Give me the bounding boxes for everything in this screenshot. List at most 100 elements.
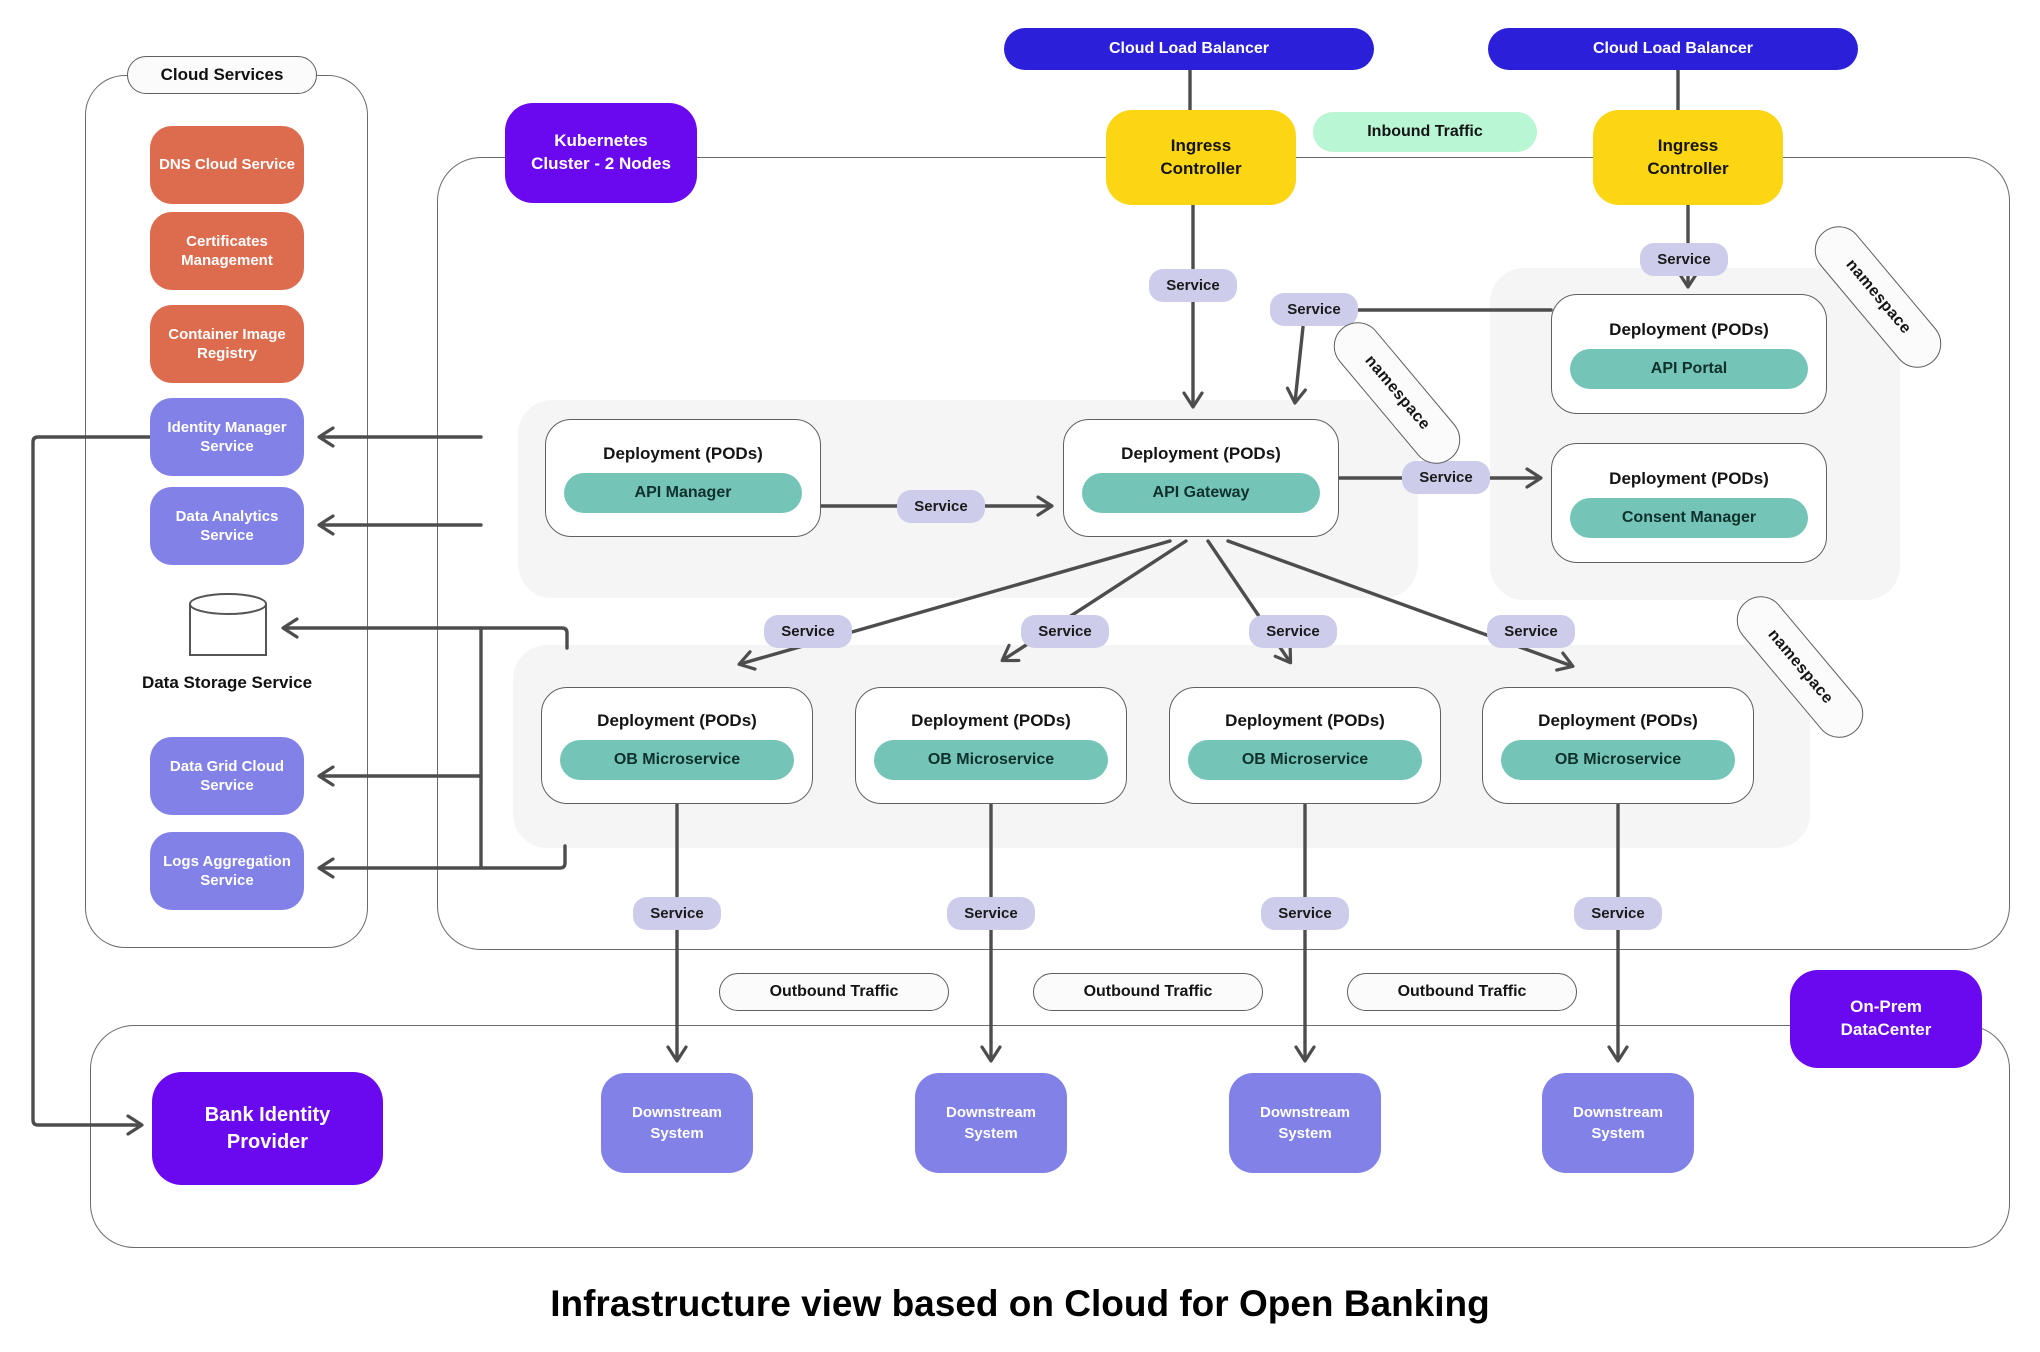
- pod-label: API Manager: [634, 483, 732, 501]
- pod-consent-manager: Consent Manager: [1570, 497, 1808, 538]
- outbound-traffic-3: Outbound Traffic: [1347, 973, 1577, 1011]
- service-pill-out-1: Service: [633, 897, 721, 930]
- service-pill-out-2: Service: [947, 897, 1035, 930]
- deployment-api-manager: Deployment (PODs) API Manager: [545, 419, 821, 537]
- outbound-traffic-1: Outbound Traffic: [719, 973, 949, 1011]
- sidebar-item-dns-cloud-service: DNS Cloud Service: [150, 126, 304, 204]
- ingress-controller-label: Ingress Controller: [1160, 135, 1242, 178]
- downstream-system-label: Downstream System: [631, 1104, 723, 1142]
- ingress-controller-2: Ingress Controller: [1593, 110, 1783, 205]
- downstream-system-4: Downstream System: [1542, 1073, 1694, 1173]
- pod-api-portal: API Portal: [1570, 348, 1808, 389]
- pod-ob-microservice: OB Microservice: [874, 740, 1108, 780]
- pod-ob-microservice: OB Microservice: [560, 740, 794, 780]
- cloud-load-balancer-1: Cloud Load Balancer: [1004, 28, 1374, 70]
- service-label: Service: [1266, 623, 1320, 640]
- cloud-load-balancer-label: Cloud Load Balancer: [1108, 40, 1270, 57]
- downstream-system-3: Downstream System: [1229, 1073, 1381, 1173]
- service-pill-out-4: Service: [1574, 897, 1662, 930]
- deployment-ob-microservice-4: Deployment (PODs) OB Microservice: [1482, 687, 1754, 804]
- deployment-ob-microservice-3: Deployment (PODs) OB Microservice: [1169, 687, 1441, 804]
- service-pill-manager-gateway: Service: [897, 490, 985, 523]
- deployment-title: Deployment (PODs): [603, 443, 763, 463]
- sidebar-item-label: Container Image Registry: [168, 325, 286, 363]
- outbound-traffic-label: Outbound Traffic: [1083, 983, 1213, 1000]
- outbound-traffic-label: Outbound Traffic: [1397, 983, 1527, 1000]
- onprem-datacenter-badge-label: On-Prem DataCenter: [1840, 997, 1932, 1039]
- deployment-title: Deployment (PODs): [1609, 319, 1769, 339]
- sidebar-item-identity-manager-service: Identity Manager Service: [150, 398, 304, 476]
- sidebar-item-data-analytics-service: Data Analytics Service: [150, 487, 304, 565]
- cloud-load-balancer-2: Cloud Load Balancer: [1488, 28, 1858, 70]
- service-label: Service: [1504, 623, 1558, 640]
- deployment-title: Deployment (PODs): [597, 711, 757, 730]
- bank-identity-provider-label: Bank Identity Provider: [204, 1103, 331, 1153]
- outbound-traffic-2: Outbound Traffic: [1033, 973, 1263, 1011]
- service-label: Service: [1166, 277, 1220, 294]
- onprem-datacenter-badge: On-Prem DataCenter: [1790, 970, 1982, 1068]
- downstream-system-1: Downstream System: [601, 1073, 753, 1173]
- pod-label: Consent Manager: [1621, 508, 1757, 526]
- ingress-controller-1: Ingress Controller: [1106, 110, 1296, 205]
- kubernetes-cluster-badge-label: Kubernetes Cluster - 2 Nodes: [531, 131, 671, 173]
- service-pill-gateway-top: Service: [1270, 293, 1358, 326]
- inbound-traffic-label: Inbound Traffic: [1313, 112, 1537, 152]
- service-label: Service: [650, 905, 704, 922]
- deployment-title: Deployment (PODs): [1538, 711, 1698, 730]
- cloud-load-balancer-label: Cloud Load Balancer: [1592, 40, 1754, 57]
- service-pill-fan-4: Service: [1487, 615, 1575, 648]
- pod-label: API Portal: [1650, 359, 1728, 377]
- kubernetes-cluster-badge: Kubernetes Cluster - 2 Nodes: [505, 103, 697, 203]
- service-pill-fan-1: Service: [764, 615, 852, 648]
- downstream-system-label: Downstream System: [945, 1104, 1037, 1142]
- deployment-api-portal: Deployment (PODs) API Portal: [1551, 294, 1827, 414]
- pod-api-gateway: API Gateway: [1082, 472, 1320, 513]
- service-label: Service: [1038, 623, 1092, 640]
- service-label: Service: [914, 498, 968, 515]
- sidebar-item-label: Identity Manager Service: [167, 418, 287, 456]
- sidebar-item-certificates-management: Certificates Management: [150, 212, 304, 290]
- database-cylinder-icon: [189, 593, 267, 656]
- pod-label: OB Microservice: [927, 751, 1055, 768]
- sidebar-item-logs-aggregation-service: Logs Aggregation Service: [150, 832, 304, 910]
- pod-label: OB Microservice: [1554, 751, 1682, 768]
- service-label: Service: [1591, 905, 1645, 922]
- sidebar-item-container-image-registry: Container Image Registry: [150, 305, 304, 383]
- deployment-api-gateway: Deployment (PODs) API Gateway: [1063, 419, 1339, 537]
- page-title-text: Infrastructure view based on Cloud for O…: [550, 1283, 1490, 1324]
- sidebar-item-label: Certificates Management: [181, 232, 273, 270]
- service-label: Service: [1287, 301, 1341, 318]
- downstream-system-label: Downstream System: [1259, 1104, 1351, 1142]
- deployment-title: Deployment (PODs): [1225, 711, 1385, 730]
- service-label: Service: [964, 905, 1018, 922]
- deployment-ob-microservice-1: Deployment (PODs) OB Microservice: [541, 687, 813, 804]
- service-pill-ingress2: Service: [1640, 243, 1728, 276]
- deployment-title: Deployment (PODs): [911, 711, 1071, 730]
- deployment-title: Deployment (PODs): [1121, 443, 1281, 463]
- service-label: Service: [1419, 469, 1473, 486]
- service-pill-fan-2: Service: [1021, 615, 1109, 648]
- deployment-ob-microservice-2: Deployment (PODs) OB Microservice: [855, 687, 1127, 804]
- downstream-system-2: Downstream System: [915, 1073, 1067, 1173]
- page-title: Infrastructure view based on Cloud for O…: [0, 1283, 2040, 1325]
- pod-label: API Gateway: [1152, 483, 1250, 501]
- pod-label: OB Microservice: [613, 751, 741, 768]
- service-pill-ingress1: Service: [1149, 269, 1237, 302]
- data-storage-service-label: Data Storage Service: [112, 670, 342, 696]
- service-pill-fan-3: Service: [1249, 615, 1337, 648]
- deployment-consent-manager: Deployment (PODs) Consent Manager: [1551, 443, 1827, 563]
- sidebar-item-label: Data Grid Cloud Service: [169, 757, 285, 795]
- ingress-controller-label: Ingress Controller: [1647, 135, 1729, 178]
- sidebar-item-label: Logs Aggregation Service: [163, 852, 291, 890]
- bank-identity-provider: Bank Identity Provider: [152, 1072, 383, 1185]
- service-pill-gateway-consent: Service: [1402, 461, 1490, 494]
- downstream-system-label: Downstream System: [1572, 1104, 1664, 1142]
- pod-ob-microservice: OB Microservice: [1501, 740, 1735, 780]
- pod-api-manager: API Manager: [564, 472, 802, 513]
- service-pill-out-3: Service: [1261, 897, 1349, 930]
- sidebar-item-label: DNS Cloud Service: [159, 156, 295, 174]
- service-label: Service: [781, 623, 835, 640]
- sidebar-item-label: Data Analytics Service: [175, 507, 279, 545]
- deployment-title: Deployment (PODs): [1609, 468, 1769, 488]
